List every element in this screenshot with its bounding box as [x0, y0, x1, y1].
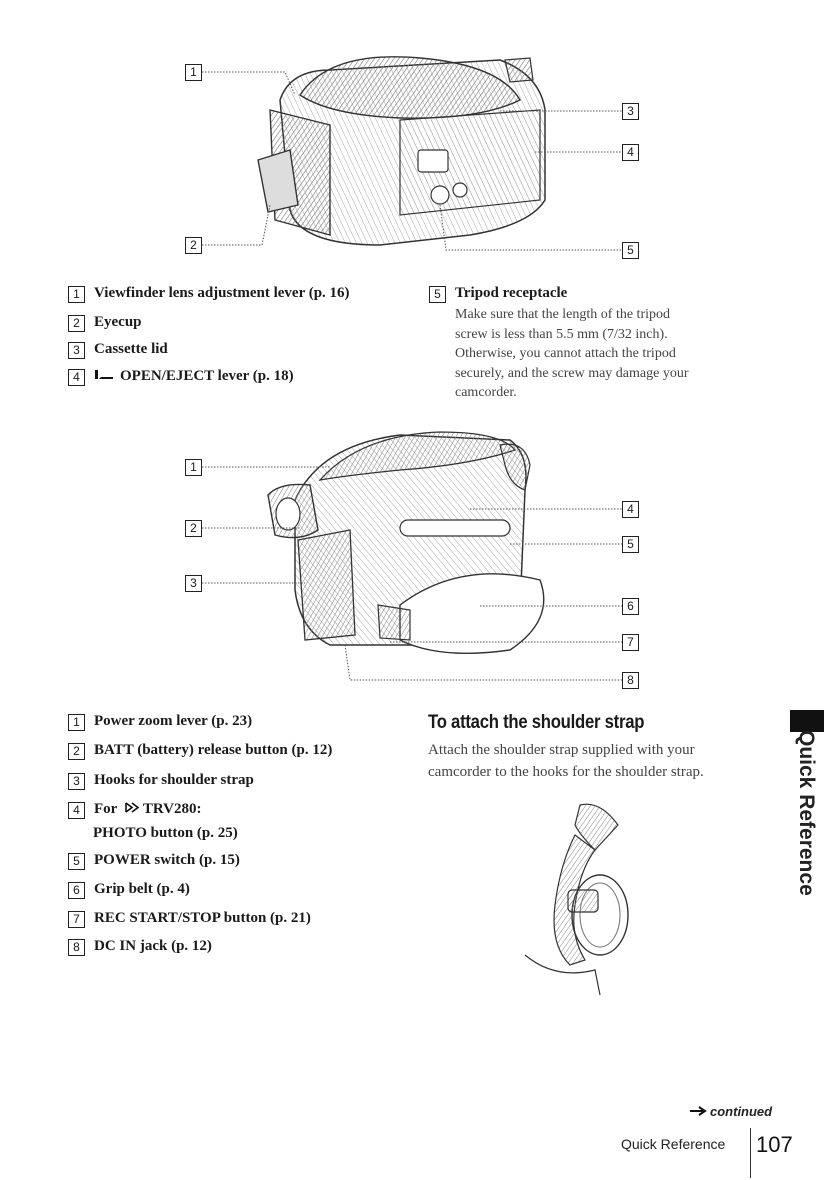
list2-item-1: 1 Power zoom lever (p. 23) [68, 713, 252, 731]
arrow-right-icon [690, 1106, 707, 1116]
list2-num-4: 4 [68, 802, 85, 819]
list2-label-4: For [94, 801, 118, 817]
list1-label-3: Cassette lid [94, 341, 168, 357]
figure2-callout-7: 7 [622, 634, 639, 651]
figure1-callout-1: 1 [185, 64, 202, 81]
list2-item-3: 3 Hooks for shoulder strap [68, 772, 254, 790]
list1-item-3: 3 Cassette lid [68, 341, 168, 359]
list2-item-4: 4 For TRV280: [68, 801, 201, 819]
list2-item-6: 6 Grip belt (p. 4) [68, 881, 190, 899]
footer-divider [750, 1128, 751, 1178]
list1-item-2: 2 Eyecup [68, 314, 142, 332]
figure1-callout-2: 2 [185, 237, 202, 254]
list1-label-2: Eyecup [94, 314, 142, 330]
figure2-callout-1: 1 [185, 459, 202, 476]
footer-section: Quick Reference [621, 1136, 726, 1152]
tripod-description: Make sure that the length of the tripod … [455, 305, 725, 403]
strap-line: Attach the shoulder strap supplied with … [428, 742, 695, 758]
figure2-callout-3: 3 [185, 575, 202, 592]
list2-label-8: DC IN jack (p. 12) [94, 938, 212, 954]
list2-item-5: 5 POWER switch (p. 15) [68, 852, 240, 870]
list2-num-2: 2 [68, 743, 85, 760]
list2-label-2: BATT (battery) release button (p. 12) [94, 742, 333, 758]
list2-num-5: 5 [68, 853, 85, 870]
tripod-line: Make sure that the length of the tripod [455, 307, 670, 322]
list2-item-8: 8 DC IN jack (p. 12) [68, 938, 212, 956]
list2-label-7: REC START/STOP button (p. 21) [94, 910, 311, 926]
camcorder-side-illustration [202, 431, 622, 681]
list1-label-1: Viewfinder lens adjustment lever (p. 16) [94, 285, 350, 301]
tripod-line: securely, and the screw may damage your [455, 365, 689, 381]
figure1-callout-3: 3 [622, 103, 639, 120]
figure2-callout-4: 4 [622, 501, 639, 518]
tripod-num: 5 [429, 286, 446, 303]
list2-subitem-photo: PHOTO button (p. 25) [93, 825, 238, 841]
figure2-callout-5: 5 [622, 536, 639, 553]
dcr-logo-icon [125, 802, 140, 813]
page-number: 107 [756, 1132, 793, 1157]
list1-item-1: 1 Viewfinder lens adjustment lever (p. 16… [68, 285, 350, 303]
figure2-callout-8: 8 [622, 672, 639, 689]
tripod-line: Otherwise, you cannot attach the tripod [455, 346, 676, 361]
list2-num-1: 1 [68, 714, 85, 731]
list2-num-3: 3 [68, 773, 85, 790]
list1-label-4: OPEN/EJECT lever (p. 18) [120, 368, 294, 384]
figure1-callout-4: 4 [622, 144, 639, 161]
list2-label-6: Grip belt (p. 4) [94, 881, 190, 897]
side-section-label: Quick Reference [795, 730, 818, 896]
shoulder-strap-illustration [524, 803, 629, 996]
continued-label: continued [710, 1104, 773, 1119]
list1-num-3: 3 [68, 342, 85, 359]
list1-num-1: 1 [68, 286, 85, 303]
list1-num-4: 4 [68, 369, 85, 386]
list2-label-3: Hooks for shoulder strap [94, 772, 254, 788]
camcorder-bottom-illustration [202, 56, 622, 251]
continued-note: continued [690, 1104, 772, 1119]
tripod-label: Tripod receptacle [455, 285, 568, 301]
list2-label-5: POWER switch (p. 15) [94, 852, 240, 868]
list1-num-2: 2 [68, 315, 85, 332]
list1-item-4: 4 OPEN/EJECT lever (p. 18) [68, 368, 294, 386]
strap-line: camcorder to the hooks for the shoulder … [428, 764, 704, 780]
eject-icon [95, 370, 113, 379]
strap-heading: To attach the shoulder strap [428, 712, 645, 733]
section-tab-marker [790, 710, 824, 732]
tripod-line: screw is less than 5.5 mm (7/32 inch). [455, 326, 668, 342]
tripod-item: 5 Tripod receptacle [429, 285, 567, 303]
list2-item-2: 2 BATT (battery) release button (p. 12) [68, 742, 332, 760]
list2-model: TRV280: [142, 801, 202, 817]
figure2-callout-6: 6 [622, 598, 639, 615]
strap-text: Attach the shoulder strap supplied with … [428, 739, 758, 783]
tripod-line: camcorder. [455, 385, 517, 400]
list2-num-6: 6 [68, 882, 85, 899]
list2-num-8: 8 [68, 939, 85, 956]
list2-label-1: Power zoom lever (p. 23) [94, 713, 253, 729]
list2-item-7: 7 REC START/STOP button (p. 21) [68, 910, 311, 928]
list2-num-7: 7 [68, 911, 85, 928]
figure2-callout-2: 2 [185, 520, 202, 537]
figure1-callout-5: 5 [622, 242, 639, 259]
